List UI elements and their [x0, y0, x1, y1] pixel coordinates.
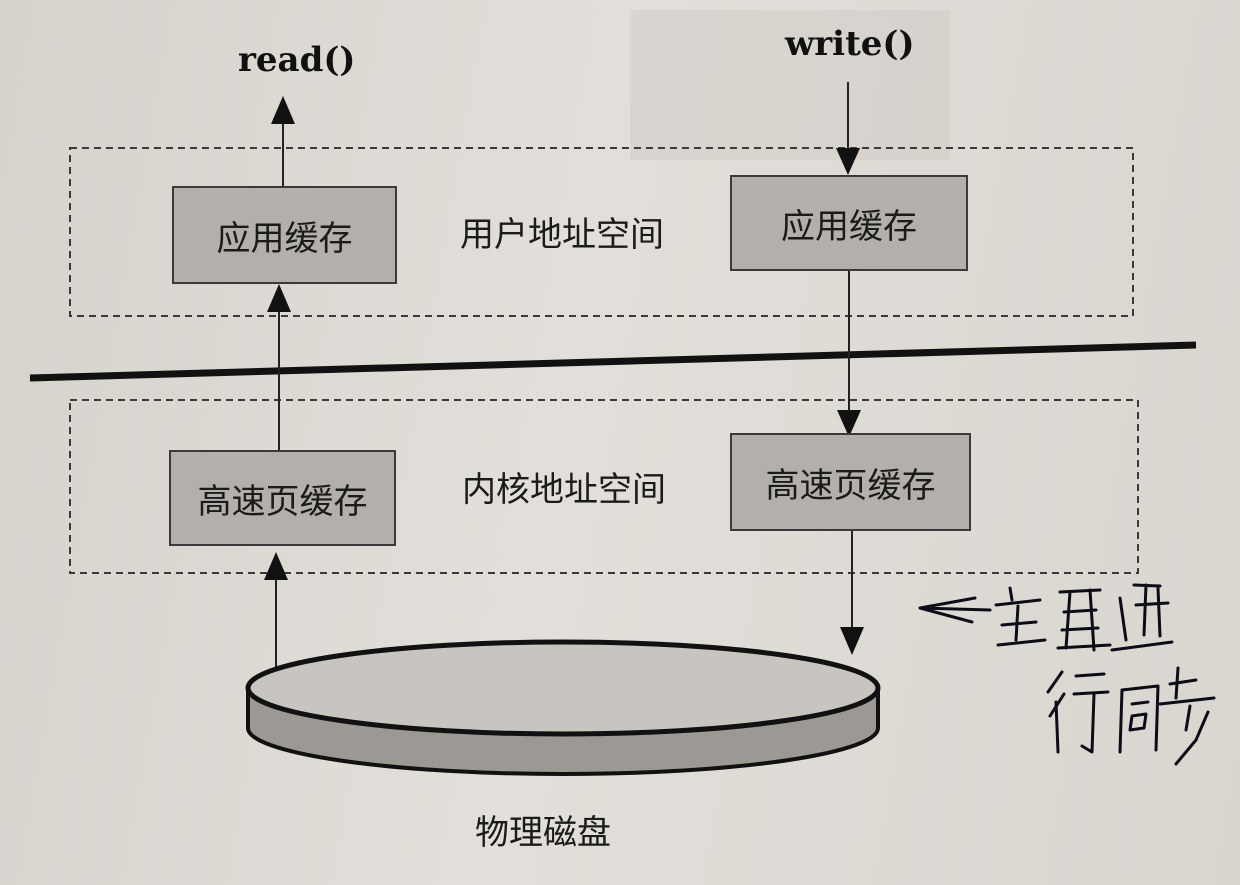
kernel-page-cache-right: 高速页缓存 — [730, 433, 971, 531]
user-app-cache-right: 应用缓存 — [730, 175, 968, 271]
user-space-label: 用户地址空间 — [460, 215, 664, 255]
user-kernel-separator — [29, 341, 1197, 382]
read-arrowhead-kernel — [264, 552, 288, 580]
user-space-region — [69, 147, 1134, 317]
write-arrowhead-in — [836, 148, 860, 175]
disk-label: 物理磁盘 — [475, 813, 611, 853]
read-arrowhead-user — [267, 284, 291, 312]
write-arrowhead-disk — [840, 627, 864, 655]
write-function-label: write() — [785, 24, 915, 64]
read-function-label: read() — [238, 40, 356, 80]
handwritten-arrow-icon — [918, 596, 992, 624]
write-arrowhead-kernel — [837, 410, 861, 437]
kernel-page-cache-left: 高速页缓存 — [169, 450, 396, 546]
kernel-space-label: 内核地址空间 — [462, 470, 666, 510]
read-arrowhead-out — [271, 96, 295, 124]
kernel-space-region — [69, 399, 1139, 574]
disk-icon — [245, 639, 881, 776]
background-bleed — [630, 10, 950, 160]
handwritten-annotation — [918, 583, 1216, 766]
user-app-cache-left: 应用缓存 — [172, 186, 397, 284]
